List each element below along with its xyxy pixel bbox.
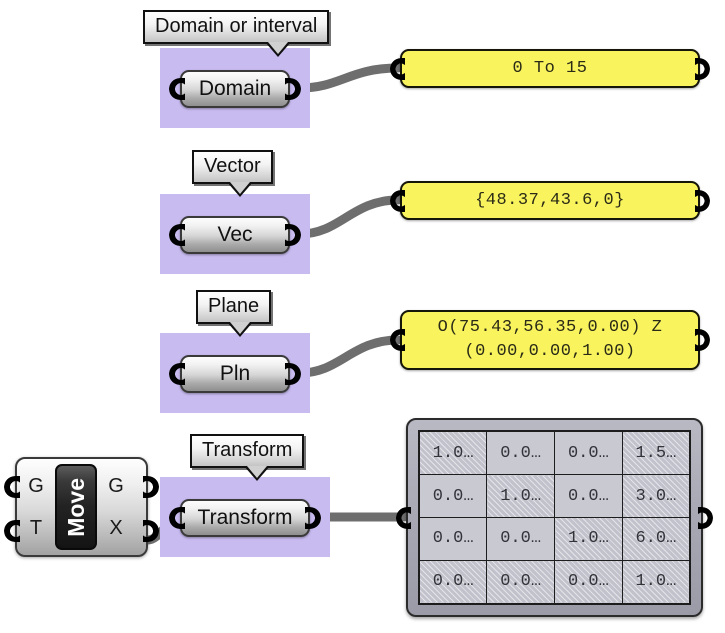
matrix-panel-output-port[interactable] [698,506,713,529]
node-transform[interactable]: Transform [169,499,321,537]
value-panel-plane-line-0: O(75.43,56.35,0.00) Z [437,318,663,337]
node-vec-output-port[interactable] [285,224,301,246]
matrix-cell[interactable]: 1.0… [554,516,623,561]
value-panel-plane[interactable]: O(75.43,56.35,0.00) Z (0.00,0.00,1.00) [390,310,710,370]
component-move-title: Move [55,464,97,550]
matrix-row: 1.0…0.0…0.0…1.5… [418,430,691,476]
matrix-grid: 1.0…0.0…0.0…1.5…0.0…1.0…0.0…3.0…0.0…0.0…… [418,430,691,605]
matrix-cell[interactable]: 0.0… [418,474,488,518]
component-move-outputs: G X [97,459,135,555]
value-panel-domain-input-port[interactable] [390,57,405,80]
node-domain-input-port[interactable] [169,78,185,100]
callout-plane-tail [227,322,253,337]
callout-plane: Plane [196,290,272,337]
value-panel-plane-output-port[interactable] [695,329,710,351]
wire-vector [295,195,403,239]
node-pln-output-port[interactable] [285,363,301,385]
component-move-input-g[interactable]: G [28,474,44,497]
callout-vector: Vector [192,150,273,197]
matrix-cell[interactable]: 0.0… [554,559,623,605]
value-panel-vector[interactable]: {48.37,43.6,0} [390,181,710,220]
component-move-output-x[interactable]: X [109,516,123,539]
node-domain[interactable]: Domain [169,70,301,108]
component-move-input-t[interactable]: T [29,516,43,539]
wire-plane [295,335,403,378]
matrix-panel-input-port[interactable] [396,506,411,529]
value-panel-plane-line-1: (0.00,0.00,1.00) [464,342,636,361]
matrix-cell[interactable]: 1.0… [486,474,555,518]
value-panel-domain[interactable]: 0 To 15 [390,49,710,88]
matrix-cell[interactable]: 1.0… [418,430,488,476]
node-pln[interactable]: Pln [169,355,301,393]
callout-vector-tail [227,182,253,197]
wire-domain [295,63,403,93]
node-vec-label: Vec [217,223,253,246]
matrix-cell[interactable]: 0.0… [486,559,555,605]
node-transform-label: Transform [197,506,293,529]
node-transform-input-port[interactable] [169,507,185,529]
value-panel-plane-input-port[interactable] [390,329,405,351]
matrix-cell[interactable]: 3.0… [621,474,691,518]
value-panel-vector-output-port[interactable] [695,189,710,212]
component-move[interactable]: G T Move G X [4,457,159,557]
value-panel-vector-line-0: {48.37,43.6,0} [475,190,625,210]
component-move-output-port-x[interactable] [143,520,159,542]
callout-vector-text: Vector [204,155,261,177]
matrix-row: 0.0…0.0…1.0…6.0… [418,516,691,561]
component-move-title-text: Move [62,477,89,537]
node-domain-label: Domain [198,77,272,100]
callout-domain-text: Domain or interval [155,15,318,37]
callout-transform-tail [244,466,270,481]
node-pln-input-port[interactable] [169,363,185,385]
matrix-cell[interactable]: 0.0… [486,430,555,476]
matrix-cell[interactable]: 1.0… [621,559,691,605]
callout-domain-tail [265,42,291,57]
value-panel-domain-line-0: 0 To 15 [512,58,588,78]
matrix-cell[interactable]: 6.0… [621,516,691,561]
matrix-cell[interactable]: 0.0… [486,516,555,561]
callout-transform: Transform [190,434,305,481]
matrix-cell[interactable]: 1.5… [621,430,691,476]
component-move-output-g[interactable]: G [108,474,124,497]
node-transform-output-port[interactable] [305,507,321,529]
callout-domain: Domain or interval [143,10,330,57]
callout-plane-text: Plane [208,295,260,317]
matrix-cell[interactable]: 0.0… [418,516,488,561]
matrix-row: 0.0…0.0…0.0…1.0… [418,559,691,605]
node-domain-output-port[interactable] [285,78,301,100]
matrix-cell[interactable]: 0.0… [554,474,623,518]
matrix-cell[interactable]: 0.0… [554,430,623,476]
component-move-inputs: G T [17,459,55,555]
matrix-grid-body: 1.0…0.0…0.0…1.5…0.0…1.0…0.0…3.0…0.0…0.0…… [418,430,691,605]
value-panel-domain-output-port[interactable] [695,57,710,80]
component-move-input-port-g[interactable] [4,476,20,498]
matrix-cell[interactable]: 0.0… [418,559,488,605]
component-move-input-port-t[interactable] [4,520,20,542]
node-pln-label: Pln [219,362,251,385]
value-panel-vector-input-port[interactable] [390,189,405,212]
node-vec[interactable]: Vec [169,216,301,254]
matrix-row: 0.0…1.0…0.0…3.0… [418,474,691,518]
node-vec-input-port[interactable] [169,224,185,246]
matrix-panel[interactable]: 1.0…0.0…0.0…1.5…0.0…1.0…0.0…3.0…0.0…0.0…… [396,418,713,617]
callout-transform-text: Transform [202,439,293,461]
component-move-output-port-g[interactable] [143,476,159,498]
